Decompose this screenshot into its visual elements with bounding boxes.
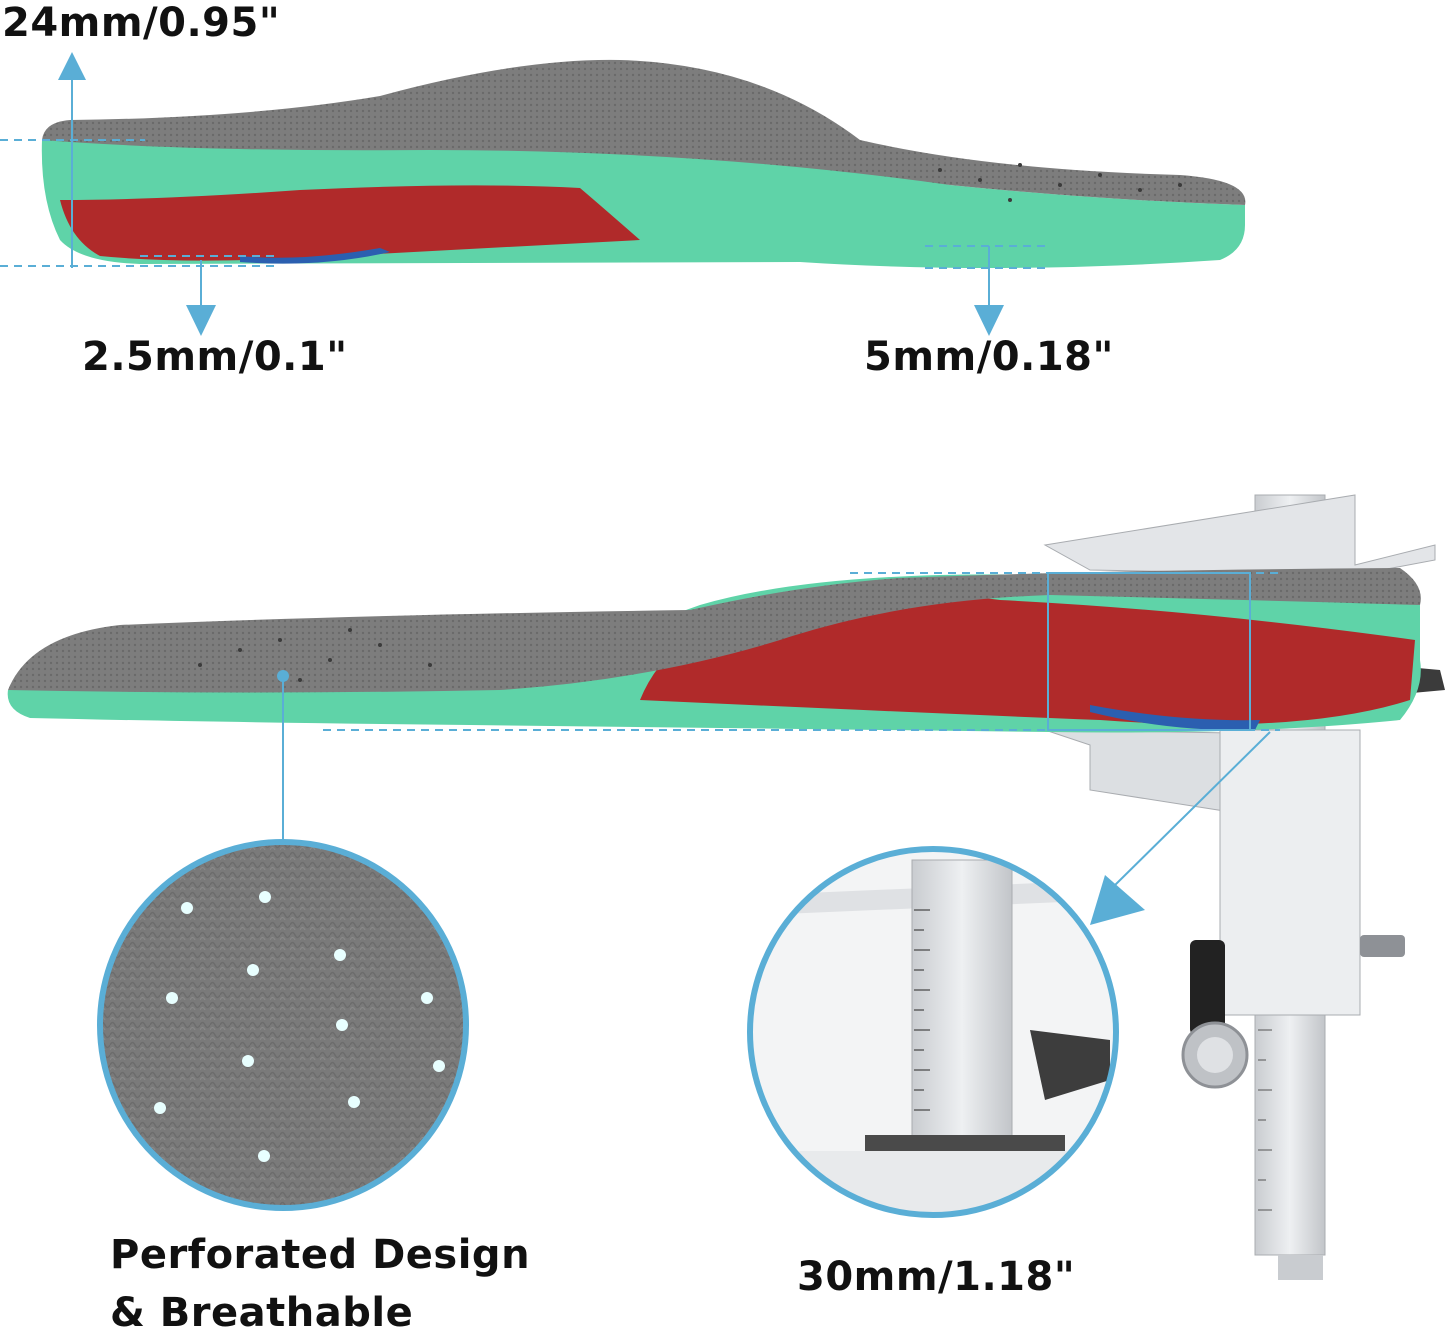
feature-caption-line1: Perforated Design <box>110 1232 531 1278</box>
forefoot-thickness-label: 5mm/0.18" <box>864 334 1114 380</box>
arrow-icon <box>1090 875 1145 925</box>
feature-caption: Perforated Design & Breathable <box>110 1226 530 1342</box>
top-measure-guides <box>0 80 1045 310</box>
caliper-zoom-circle <box>747 846 1119 1218</box>
perforation-dot-icon <box>336 1019 348 1031</box>
total-thickness-label: 30mm/1.18" <box>797 1254 1076 1300</box>
feature-caption-line2: & Breathable <box>110 1290 414 1336</box>
perforation-dot-icon <box>348 1096 360 1108</box>
perforation-dot-icon <box>258 1150 270 1162</box>
arrow-icon <box>58 52 86 80</box>
arrow-icon <box>974 305 1004 336</box>
perforation-dot-icon <box>154 1102 166 1114</box>
arrow-icon <box>186 305 216 336</box>
arch-height-label: 24mm/0.95" <box>2 0 281 46</box>
perforation-dot-icon <box>334 949 346 961</box>
insole-side-view-bottom <box>7 568 1421 733</box>
insole-side-view-top <box>41 59 1246 269</box>
perforation-dot-icon <box>242 1055 254 1067</box>
callout-dot-icon <box>277 670 289 682</box>
perforation-dot-icon <box>433 1060 445 1072</box>
perforation-dot-icon <box>421 992 433 1004</box>
heel-thickness-label: 2.5mm/0.1" <box>82 334 348 380</box>
perforation-dot-icon <box>181 902 193 914</box>
perforation-dot-icon <box>259 891 271 903</box>
bottom-measure-guides <box>282 572 1280 891</box>
perforation-zoom-circle <box>97 839 469 1211</box>
perforation-dot-icon <box>247 964 259 976</box>
perforation-dot-icon <box>166 992 178 1004</box>
